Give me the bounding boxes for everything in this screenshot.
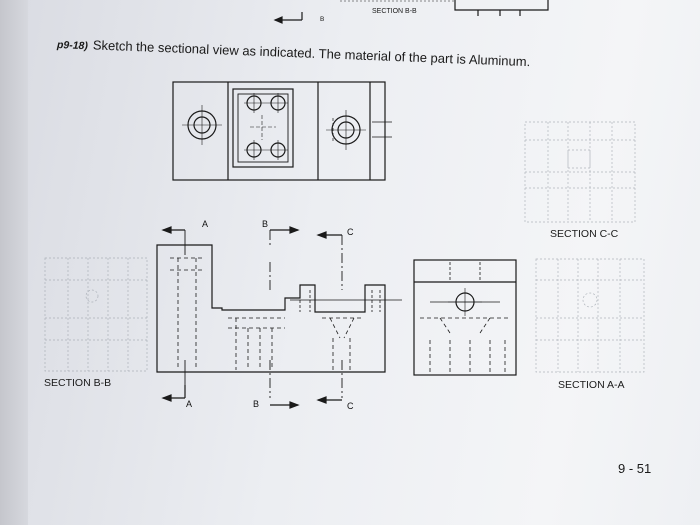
grid-bb <box>44 257 148 372</box>
cutting-plane-b-top-label: B <box>262 219 269 229</box>
top-strip-fragments <box>273 0 549 24</box>
section-aa-label: SECTION A-A <box>558 379 625 391</box>
side-view <box>413 259 517 376</box>
answer-grid-areas <box>44 121 645 373</box>
page-binding-shadow <box>0 0 28 525</box>
cutting-plane-b-bottom-label: B <box>253 399 260 409</box>
page-number: 9 - 51 <box>618 461 652 476</box>
grid-cc <box>524 121 636 223</box>
cutting-plane-a-bottom-label: A <box>186 399 193 409</box>
grid-aa <box>535 258 645 373</box>
top-view <box>172 81 392 181</box>
cutting-plane-c-top-label: C <box>347 227 354 237</box>
cutting-plane-c-bottom-label: C <box>347 401 354 411</box>
front-view <box>156 226 402 409</box>
top-strip-section-label: SECTION B-B <box>372 8 417 15</box>
cutting-plane-a-top-label: A <box>202 219 209 229</box>
section-cc-label: SECTION C-C <box>550 228 619 240</box>
section-bb-label: SECTION B-B <box>44 377 112 389</box>
top-strip-b-label: B <box>320 16 325 23</box>
